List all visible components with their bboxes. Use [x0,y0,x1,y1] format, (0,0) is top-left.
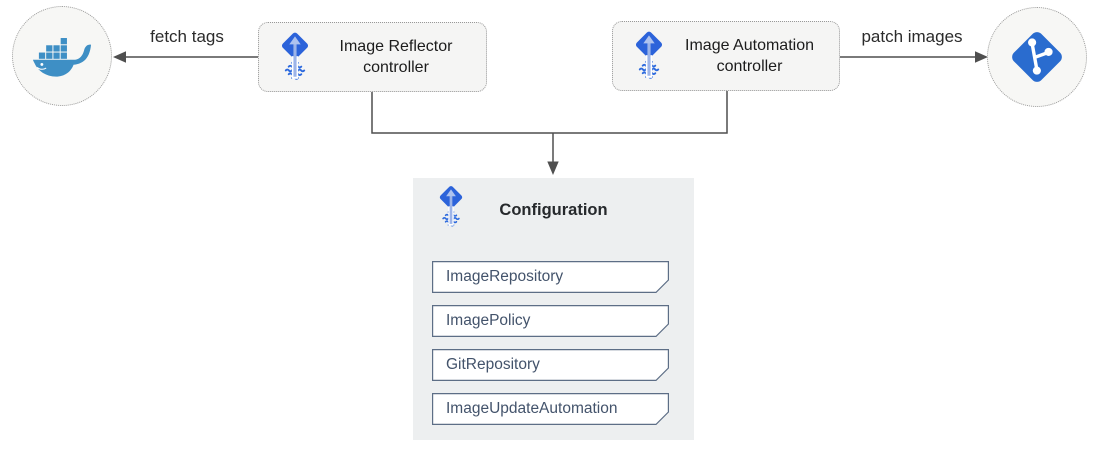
node-label-image-automation: Image Automation controller [685,36,814,75]
config-item-image-repository: ImageRepository [432,261,669,293]
git-branch-icon [1012,32,1062,82]
config-item-image-update-automation: ImageUpdateAutomation [432,393,669,425]
node-container-registry [12,6,112,106]
controllers-to-config-line [371,91,728,134]
node-label-image-reflector: Image Reflector controller [339,37,453,76]
arrowhead-right [975,51,988,63]
configuration-panel: Configuration ImageRepository ImagePolic… [413,178,694,440]
docker-whale-icon [32,37,92,77]
edge-label-patch-images: patch images [861,27,963,46]
configuration-title: Configuration [499,201,608,219]
flux-icon [439,186,463,227]
card-shape [432,349,669,381]
config-item-label: ImageUpdateAutomation [446,400,618,417]
card-shape [432,305,669,337]
node-image-automation-controller: Image Automation controller [612,21,840,91]
config-item-label: ImagePolicy [446,312,531,329]
config-item-label: ImageRepository [446,268,564,285]
edge-label-fetch-tags: fetch tags [150,27,224,46]
node-git-repository [987,7,1087,107]
config-item-label: GitRepository [446,356,540,373]
configuration-items: ImageRepository ImagePolicy GitRepositor… [432,261,669,425]
config-item-git-repository: GitRepository [432,349,669,381]
flux-icon [635,31,663,79]
node-image-reflector-controller: Image Reflector controller [258,22,487,92]
arrowhead-down [547,161,559,175]
card-shape [432,261,669,293]
config-item-image-policy: ImagePolicy [432,305,669,337]
flux-icon [281,32,309,80]
card-shape [432,393,669,425]
configuration-header: Configuration [413,178,694,258]
arrowhead-left [113,51,126,63]
